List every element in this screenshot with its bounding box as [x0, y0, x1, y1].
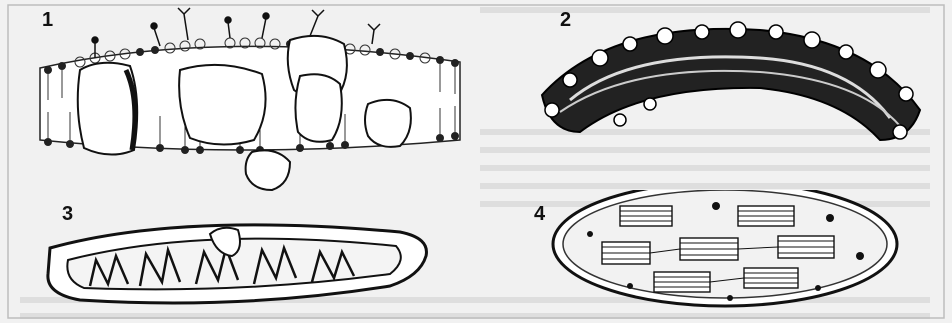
- panel-chloroplast: 4: [480, 190, 952, 323]
- panel-membrane: 1: [0, 0, 480, 190]
- panel-mitochondrion: 3: [0, 190, 480, 323]
- chloroplast-icon: [480, 190, 952, 323]
- golgi-apparatus-icon: [480, 0, 952, 190]
- panel-golgi: 2: [480, 0, 952, 190]
- mitochondrion-icon: [0, 190, 480, 323]
- plasma-membrane-icon: [0, 0, 480, 195]
